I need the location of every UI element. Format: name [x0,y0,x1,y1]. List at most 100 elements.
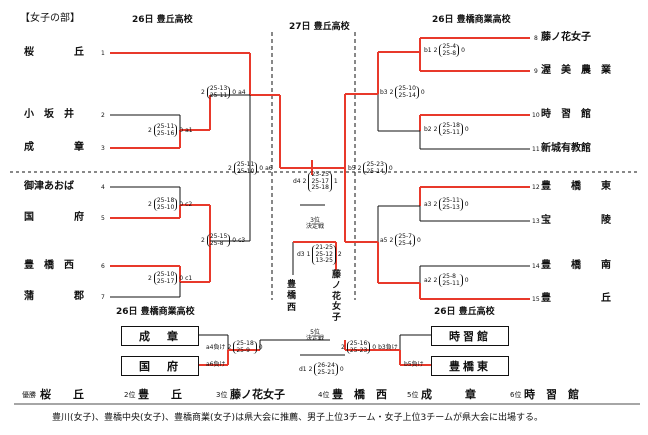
score-left: 2 [302,177,307,185]
set-scores: 25-4 25-8 [439,43,460,58]
score-right: 0 [372,343,377,351]
set-scores: 25-23 25-14 [363,161,387,176]
score-right: 0 [259,164,264,172]
set-scores: 21-25 25-12 13-25 [312,244,336,265]
score-left: 2 [148,274,152,282]
team-left-1: 桜 丘 [24,47,84,58]
score-left: 2 [433,125,438,133]
match-label: b2 [424,125,432,133]
seed-14: 14 [532,263,540,270]
rank-place-1: 優勝 [22,391,36,399]
team-left-6: 豊 橋 西 [24,260,74,271]
set-scores: 25-18 25-9 [233,340,257,355]
seed-1: 1 [101,50,105,57]
match-label: a4 [238,88,246,96]
match-label: a6 [265,164,273,172]
match-label: b1 [424,46,432,54]
score-right: 0 [420,88,425,96]
score-left: 2 [148,200,152,208]
score-left: 2 [357,164,362,172]
set-scores: 26-24 25-21 [314,362,338,377]
seed-3: 3 [101,145,105,152]
score-right: 0 [388,164,393,172]
seed-2: 2 [101,112,105,119]
score-right: 0 [258,343,263,351]
team-left-4: 御津あおば [24,181,74,192]
footer-note: 豊川(女子)、豊橋中央(女子)、豊橋商業(女子)は県大会に推薦、男子上位3チーム… [52,413,543,423]
rank-team-6: 時 習 館 [524,388,579,401]
venue-right: 26日 豊橋商業高校 [432,15,511,25]
cons-box-right-bot: 豊橋東 [431,356,509,376]
rank-team-1: 桜 丘 [40,388,84,401]
rank-place-4: 4位 [318,391,330,399]
cons-venue-right: 26日 豊丘高校 [434,307,495,317]
team-right-10: 時 習 館 [541,109,591,120]
seed-12: 12 [532,184,540,191]
set-scores: 25-8 25-11 [439,273,463,288]
score-right: 0 [416,236,421,244]
match-label: b5 [348,164,356,172]
rank-team-5: 成 章 [421,388,476,401]
set-scores: 25-11 25-13 [439,197,463,212]
score-right: 1 [333,177,338,185]
seed-11: 11 [532,146,540,153]
score-left: 2 [201,88,205,96]
set-scores: 25-10 25-14 [395,85,419,100]
seed-10: 10 [532,112,540,119]
score-right: 0 [232,236,237,244]
match-label: b3 [380,88,388,96]
score-left: 2 [389,236,394,244]
score-right: 0 [179,126,184,134]
set-scores: 25-11 25-10 [233,161,258,176]
score-left: 2 [201,236,205,244]
seed-9: 9 [534,68,538,75]
team-left-7: 蒲 郡 [24,291,84,302]
score-left: 2 [227,343,232,351]
team-right-12: 豊 橋 東 [541,181,611,192]
rank-place-2: 2位 [124,391,136,399]
third-left-team: 豊 橋 西 [287,280,298,313]
score-right: 0 [232,88,237,96]
third-place-label: 3位 決定戦 [306,217,325,230]
set-scores: 25-18 25-10 [153,197,178,212]
score-left: 2 [228,164,232,172]
set-scores: 25-16 25-23 [346,340,371,355]
cons-venue-left: 26日 豊橋商業高校 [116,307,195,317]
section-heading: 【女子の部】 [20,13,80,24]
venue-center: 27日 豊丘高校 [289,22,350,32]
match-label: a4負け [206,343,226,351]
seed-13: 13 [532,218,540,225]
score-left: 2 [433,46,438,54]
set-scores: 23-25 25-17 25-18 [308,171,332,192]
score-right: 0 [339,365,344,373]
team-left-3: 成 章 [24,142,84,153]
fifth-place-label: 5位 決定戦 [306,329,325,342]
seed-8: 8 [534,35,538,42]
match-label: a5 [380,236,388,244]
seed-4: 4 [101,184,105,191]
cons-left-bottom-label: a6負け [206,361,226,368]
match-label: d1 [299,365,307,373]
score-right: 2 [337,250,342,258]
score-left: 2 [148,126,152,134]
set-scores: 25-13 25-11 [206,85,231,100]
set-scores: 25-11 25-16 [153,123,178,138]
team-right-14: 豊 橋 南 [541,260,611,271]
match-label: d3 [297,250,305,258]
